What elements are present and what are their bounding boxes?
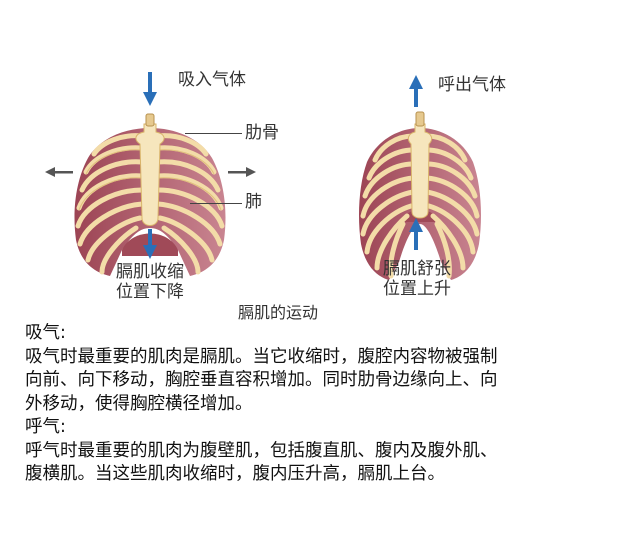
arrow-left-expand-icon [45, 167, 73, 177]
arrow-down-diaphragm-icon [143, 229, 157, 259]
exhale-body-line: 腹横肌。当这些肌肉收缩时，腹内压升高，膈肌上台。 [25, 464, 445, 484]
inhale-body-line: 外移动，使得胸腔横径增加。 [25, 393, 253, 414]
exhale-heading: 呼气: [25, 417, 66, 437]
diaphragm-contract-caption: 膈肌收缩 位置下降 [105, 262, 195, 302]
lung-label: 肺 [245, 192, 262, 212]
inhale-body-line: 向前、向下移动，胸腔垂直容积增加。同时肋骨边缘向上、向 [25, 370, 498, 390]
arrow-up-exhale-icon [409, 75, 423, 107]
diagram-title: 膈肌的运动 [238, 303, 319, 322]
arrow-right-expand-icon [228, 167, 256, 177]
caption-line-2: 位置下降 [116, 282, 184, 302]
caption-line-2: 位置上升 [383, 279, 451, 299]
rib-cage-expanded-illustration [74, 113, 226, 276]
rib-cage-contracted-illustration [359, 111, 481, 280]
explanation-text: 吸气: 吸气时最重要的肌肉是膈肌。当它收缩时，腹腔内容物被强制 向前、向下移动，… [25, 322, 625, 487]
arrow-up-diaphragm-icon [409, 218, 423, 250]
rib-label: 肋骨 [245, 123, 279, 143]
caption-line-1: 膈肌收缩 [116, 262, 184, 282]
diaphragm-relax-caption: 膈肌舒张 位置上升 [372, 259, 462, 299]
exhale-body-line: 呼气时最重要的肌肉为腹壁肌，包括腹直肌、腹内及腹外肌、 [25, 440, 498, 461]
inhale-heading: 吸气: [25, 323, 66, 343]
rib-leader-line [185, 133, 242, 134]
arrow-down-inhale-icon [143, 72, 157, 106]
inhale-label: 吸入气体 [178, 70, 246, 90]
caption-line-1: 膈肌舒张 [383, 259, 451, 279]
exhale-label: 呼出气体 [438, 75, 506, 95]
inhale-body-line: 吸气时最重要的肌肉是膈肌。当它收缩时，腹腔内容物被强制 [25, 346, 498, 367]
lung-leader-line [190, 203, 242, 204]
